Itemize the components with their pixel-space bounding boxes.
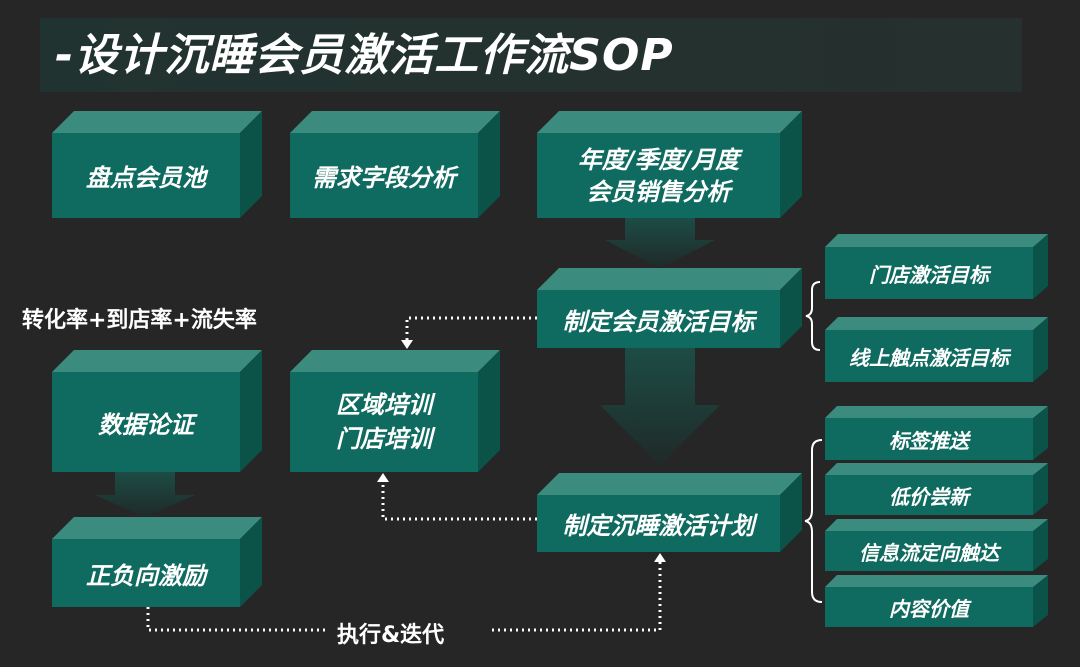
box-label: 会员销售分析 [586, 177, 731, 206]
brace-goals [805, 281, 821, 351]
iterate-label: 执行&迭代 [337, 623, 445, 648]
box-label: 信息流定向触达 [859, 540, 999, 565]
box-label: 数据论证 [98, 410, 194, 439]
box-tag-push: 标签推送 [825, 406, 1048, 460]
box-label: 门店激活目标 [869, 262, 989, 287]
dotted-line-iterate-right [492, 562, 662, 632]
box-label: 制定会员激活目标 [562, 307, 755, 336]
dotted-line-goal-training [405, 316, 537, 340]
box-feed-reach: 信息流定向触达 [825, 519, 1048, 571]
box-label: 年度/季度/月度 [577, 145, 740, 174]
box-activation-goal: 制定会员激活目标 [537, 268, 802, 348]
box-label: 需求字段分析 [312, 164, 456, 192]
box-online-goal: 线上触点激活目标 [825, 317, 1048, 382]
box-low-price: 低价尝新 [825, 463, 1048, 515]
box-label: 盘点会员池 [86, 164, 206, 192]
arrowhead [401, 340, 413, 349]
page-title: -设计沉睡会员激活工作流SOP [55, 30, 674, 81]
down-arrow-2 [600, 348, 720, 465]
dotted-line-plan-training [381, 482, 537, 521]
box-store-goal: 门店激活目标 [825, 234, 1048, 299]
box-label: 门店培训 [336, 425, 432, 453]
box-label: 标签推送 [889, 428, 969, 453]
down-arrow-3 [95, 472, 195, 517]
box-label: 正负向激励 [86, 561, 206, 590]
box-label: 区域培训 [336, 391, 432, 419]
box-member-pool: 盘点会员池 [52, 111, 262, 218]
arrowhead [377, 473, 389, 482]
box-label: 制定沉睡激活计划 [562, 512, 755, 540]
arrowhead [654, 553, 666, 562]
box-dormant-plan: 制定沉睡激活计划 [537, 473, 802, 552]
box-data-validation: 数据论证 [52, 350, 262, 472]
title-bar [40, 18, 1022, 92]
box-label: 低价尝新 [889, 484, 969, 509]
box-field-analysis: 需求字段分析 [290, 111, 500, 218]
box-label: 内容价值 [889, 596, 969, 621]
box-content-value: 内容价值 [825, 575, 1048, 627]
box-sales-analysis: 年度/季度/月度会员销售分析 [537, 111, 802, 218]
box-incentive: 正负向激励 [52, 517, 262, 607]
down-arrow-1 [605, 218, 715, 268]
dotted-line-iterate-left [146, 607, 325, 632]
box-label: 线上触点激活目标 [849, 345, 1009, 370]
metrics-label: 转化率+到店率+流失率 [22, 308, 257, 333]
brace-plan [804, 439, 823, 603]
box-training: 区域培训门店培训 [290, 350, 500, 472]
